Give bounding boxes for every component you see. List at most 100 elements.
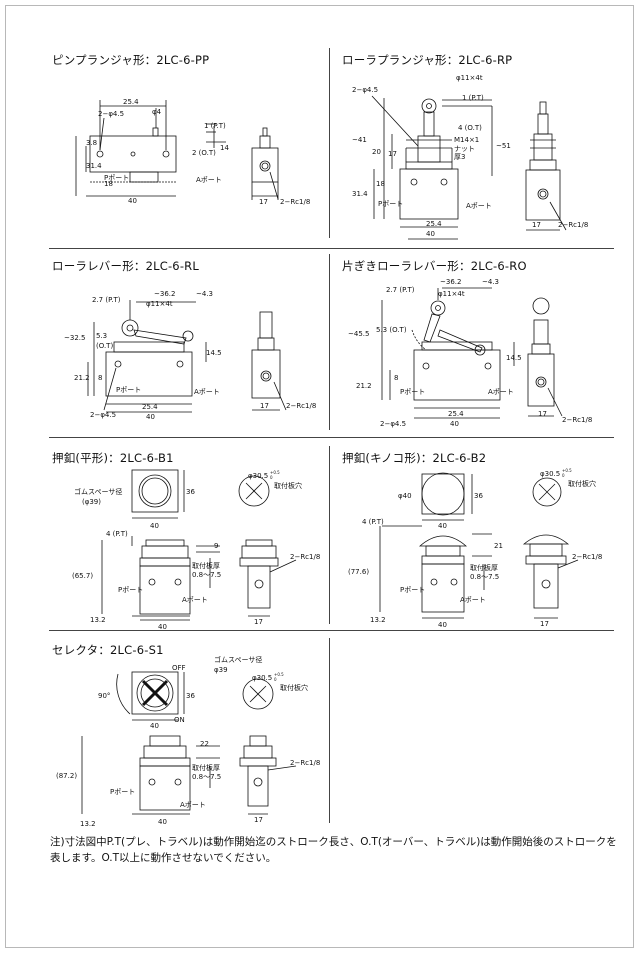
label: φ30.5 [252, 674, 272, 682]
label: 40 [128, 197, 137, 205]
label: Aポート [466, 202, 492, 210]
label: +0.5 [562, 468, 572, 473]
label: 厚3 [454, 153, 465, 161]
row-divider-1 [49, 248, 614, 249]
label: ゴムスペーサ径 [214, 655, 262, 664]
label: (φ39) [82, 498, 101, 506]
label: φ40 [398, 492, 412, 500]
label: +0.5 [270, 470, 280, 475]
row-divider-3 [49, 630, 614, 631]
label: 14.5 [206, 349, 222, 357]
selector-drawing: OFF ゴムスペーサ径 φ39 90° 36 ON 40 φ30.5 +0.5 … [56, 655, 320, 828]
label: 31.4 [352, 190, 368, 198]
label: 0 [274, 677, 277, 682]
section-title: 押釦(平形)：2LC-6-B1 [52, 451, 174, 465]
label: 3.8 [86, 139, 97, 147]
label: Pポート [116, 386, 141, 394]
label: 14 [220, 144, 229, 152]
label: 2−φ4.5 [352, 86, 378, 94]
row-divider-2 [49, 437, 614, 438]
label: φ11×4t [438, 290, 465, 298]
push-button-mushroom-drawing: φ40 36 40 φ30.5 +0.5 0 取付板穴 4 (P.T) 21 (… [348, 468, 602, 629]
label: 9 [214, 542, 218, 550]
label: 13.2 [80, 820, 96, 828]
label: 40 [158, 818, 167, 826]
section-title: ローラプランジャ形：2LC-6-RP [342, 53, 513, 67]
label: Aポート [196, 176, 222, 184]
label: 2−φ4.5 [90, 411, 116, 419]
label: ~4.3 [196, 290, 213, 298]
label: Pポート [118, 586, 143, 594]
label: (O.T) [96, 342, 113, 350]
label: 17 [254, 816, 263, 824]
label: 36 [186, 488, 195, 496]
label: 2−Rc1/8 [290, 759, 320, 767]
label: 17 [532, 221, 541, 229]
label: 4 (P.T) [106, 530, 128, 538]
label: 1 (P.T) [204, 122, 226, 130]
label: 取付板穴 [280, 683, 308, 692]
label: 5.3 [96, 332, 107, 340]
label: (77.6) [348, 568, 369, 576]
label: 90° [98, 692, 110, 700]
section-title: 片ぎきローラレバー形：2LC-6-RO [342, 259, 527, 273]
label: 8 [394, 374, 398, 382]
label: 21.2 [74, 374, 90, 382]
label: +0.5 [274, 672, 284, 677]
label: ナット [454, 145, 475, 153]
label: 5.3 (O.T) [376, 326, 407, 334]
label: 25.4 [123, 98, 139, 106]
column-divider-3 [329, 446, 330, 624]
label: ON [174, 716, 185, 724]
label: 40 [158, 623, 167, 631]
label: 20 [372, 148, 381, 156]
one-way-roller-lever-drawing: 2.7 (P.T) ~36.2 ~4.3 φ11×4t ~45.5 5.3 (O… [348, 278, 592, 428]
label: 0.8〜7.5 [470, 573, 499, 581]
label: φ11×4t [146, 300, 173, 308]
label: 4 (O.T) [458, 124, 482, 132]
label: φ11×4t [456, 74, 483, 82]
roller-lever-drawing: 2.7 (P.T) ~36.2 ~4.3 φ11×4t ~32.5 5.3 (O… [64, 290, 316, 421]
pin-plunger-drawing: 2−φ4.5 25.4 φ4 1 (P.T) 2 (O.T) 3.8 31.4 … [75, 98, 310, 206]
label: 2−Rc1/8 [562, 416, 592, 424]
label: 2 (O.T) [192, 149, 216, 157]
label: 40 [438, 522, 447, 530]
label: 8 [98, 374, 102, 382]
label: 4 (P.T) [362, 518, 384, 526]
label: 取付板厚 [192, 763, 220, 772]
section-title: セレクタ：2LC-6-S1 [52, 643, 164, 657]
label: φ30.5 [540, 470, 560, 478]
label: 17 [259, 198, 268, 206]
label: 13.2 [90, 616, 106, 624]
label: 36 [474, 492, 483, 500]
label: 21.2 [356, 382, 372, 390]
label: ゴムスペーサ径 [74, 487, 122, 496]
label: 36 [186, 692, 195, 700]
label: 取付板厚 [470, 563, 498, 572]
label: ~32.5 [64, 334, 85, 342]
label: 0.8〜7.5 [192, 773, 221, 781]
label: Pポート [110, 788, 135, 796]
label: 40 [146, 413, 155, 421]
label: 0 [270, 475, 273, 480]
label: 40 [150, 722, 159, 730]
label: 17 [260, 402, 269, 410]
label: 2.7 (P.T) [92, 296, 121, 304]
label: 2−Rc1/8 [558, 221, 588, 229]
push-button-flat-drawing: ゴムスペーサ径 (φ39) 36 40 φ30.5 +0.5 0 取付板穴 4 … [72, 469, 320, 631]
label: ~4.3 [482, 278, 499, 286]
label: 2−Rc1/8 [286, 402, 316, 410]
label: 取付板穴 [568, 479, 596, 488]
label: Aポート [194, 388, 220, 396]
label: 2−φ4.5 [380, 420, 406, 428]
label: 17 [388, 150, 397, 158]
label: 2−Rc1/8 [290, 553, 320, 561]
label: 17 [540, 620, 549, 628]
section-title: 押釦(キノコ形)：2LC-6-B2 [342, 451, 487, 465]
roller-plunger-drawing: 2−φ4.5 φ11×4t 1 (P.T) 4 (O.T) M14×1 ナット … [352, 74, 588, 240]
label: 0 [562, 473, 565, 478]
label: ~36.2 [440, 278, 461, 286]
label: (87.2) [56, 772, 77, 780]
label: 0.8〜7.5 [192, 571, 221, 579]
column-divider-1 [329, 48, 330, 238]
